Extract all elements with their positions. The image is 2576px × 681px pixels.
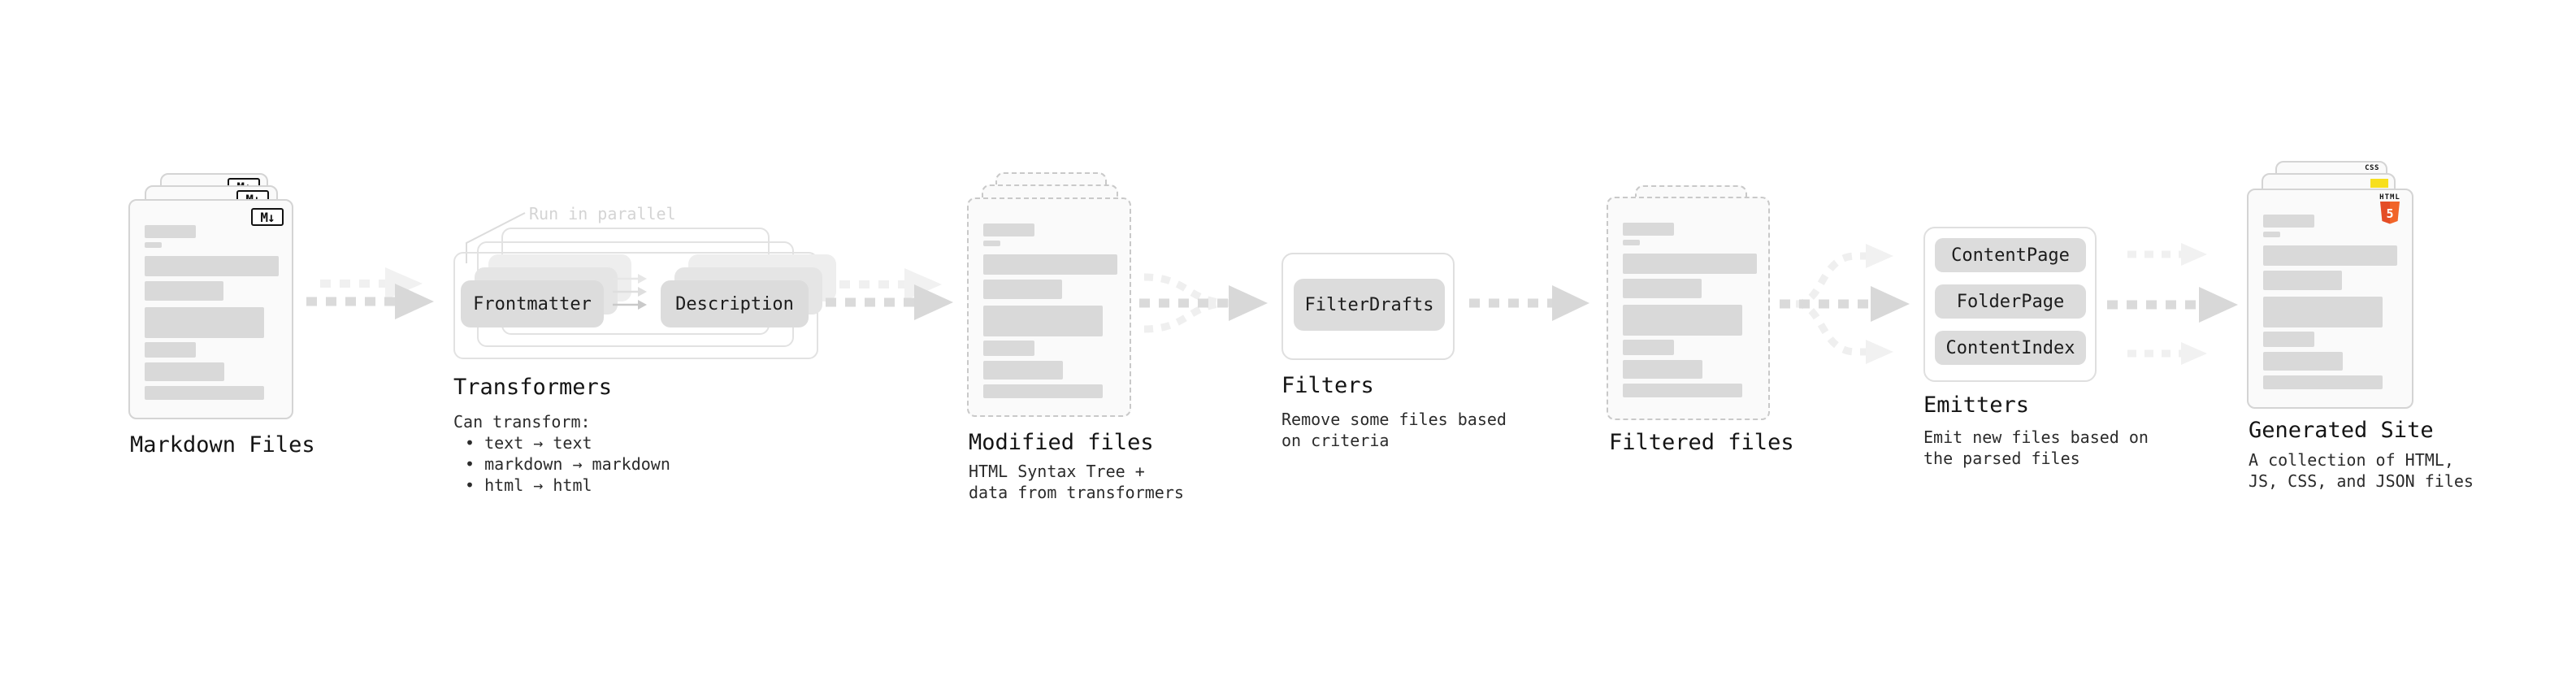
bullet-markdown-to-markdown: • markdown → markdown <box>465 454 670 474</box>
folderpage-chip: FolderPage <box>1935 284 2086 319</box>
html5-shield: 5 <box>2380 202 2400 224</box>
filtered-doc-front <box>1607 197 1770 420</box>
document-skeleton-lines <box>2249 190 2412 407</box>
generated-doc-html: HTML 5 <box>2247 189 2413 409</box>
modified-doc-front <box>967 197 1131 417</box>
markdown-files-title: Markdown Files <box>130 432 315 458</box>
arrow-modified-to-filters <box>1139 273 1268 333</box>
modified-files-subtitle: HTML Syntax Tree + data from transformer… <box>969 462 1184 502</box>
arrow-transformers-to-modified <box>826 268 953 320</box>
filters-subtitle: Remove some files based on criteria <box>1281 410 1507 450</box>
frontmatter-chip: Frontmatter <box>461 280 604 327</box>
generated-site-subtitle: A collection of HTML, JS, CSS, and JSON … <box>2249 450 2474 491</box>
generated-site-title: Generated Site <box>2249 418 2434 443</box>
modified-files-title: Modified files <box>969 430 1154 455</box>
arrow-emitters-to-generated <box>2107 243 2238 365</box>
js-icon <box>2370 179 2388 188</box>
contentpage-chip: ContentPage <box>1935 238 2086 272</box>
markdown-doc-front: M↓ <box>128 199 293 419</box>
can-transform-heading: Can transform: <box>453 412 591 432</box>
markdown-icon: M↓ <box>251 208 284 226</box>
emitters-title: Emitters <box>1923 393 2030 418</box>
html5-icon-label: HTML <box>2379 193 2400 202</box>
run-in-parallel-connector <box>466 212 526 263</box>
filters-title: Filters <box>1281 373 1374 398</box>
arrow-filtered-to-emitters <box>1780 244 1910 364</box>
document-skeleton-lines <box>130 201 292 418</box>
transformers-title: Transformers <box>453 375 613 400</box>
bullet-html-to-html: • html → html <box>465 475 592 495</box>
frontmatter-to-description-arrows <box>613 274 647 310</box>
bullet-text-to-text: • text → text <box>465 433 592 453</box>
arrow-markdown-to-transformers <box>306 267 434 319</box>
document-skeleton-lines <box>969 199 1130 415</box>
filtered-files-title: Filtered files <box>1609 430 1794 455</box>
svg-text:5: 5 <box>2386 206 2393 221</box>
description-chip: Description <box>661 280 809 327</box>
transformers-description: Can transform: • text → text • markdown … <box>453 411 670 496</box>
document-skeleton-lines <box>1608 198 1768 419</box>
css-icon-label: CSS <box>2365 164 2379 172</box>
html5-icon: HTML 5 <box>2378 193 2402 224</box>
run-in-parallel-note: Run in parallel <box>529 204 676 223</box>
contentindex-chip: ContentIndex <box>1935 331 2086 365</box>
filterdrafts-chip: FilterDrafts <box>1294 279 1445 331</box>
arrow-filters-to-filtered <box>1469 285 1589 321</box>
emitters-subtitle: Emit new files based on the parsed files <box>1923 427 2149 468</box>
